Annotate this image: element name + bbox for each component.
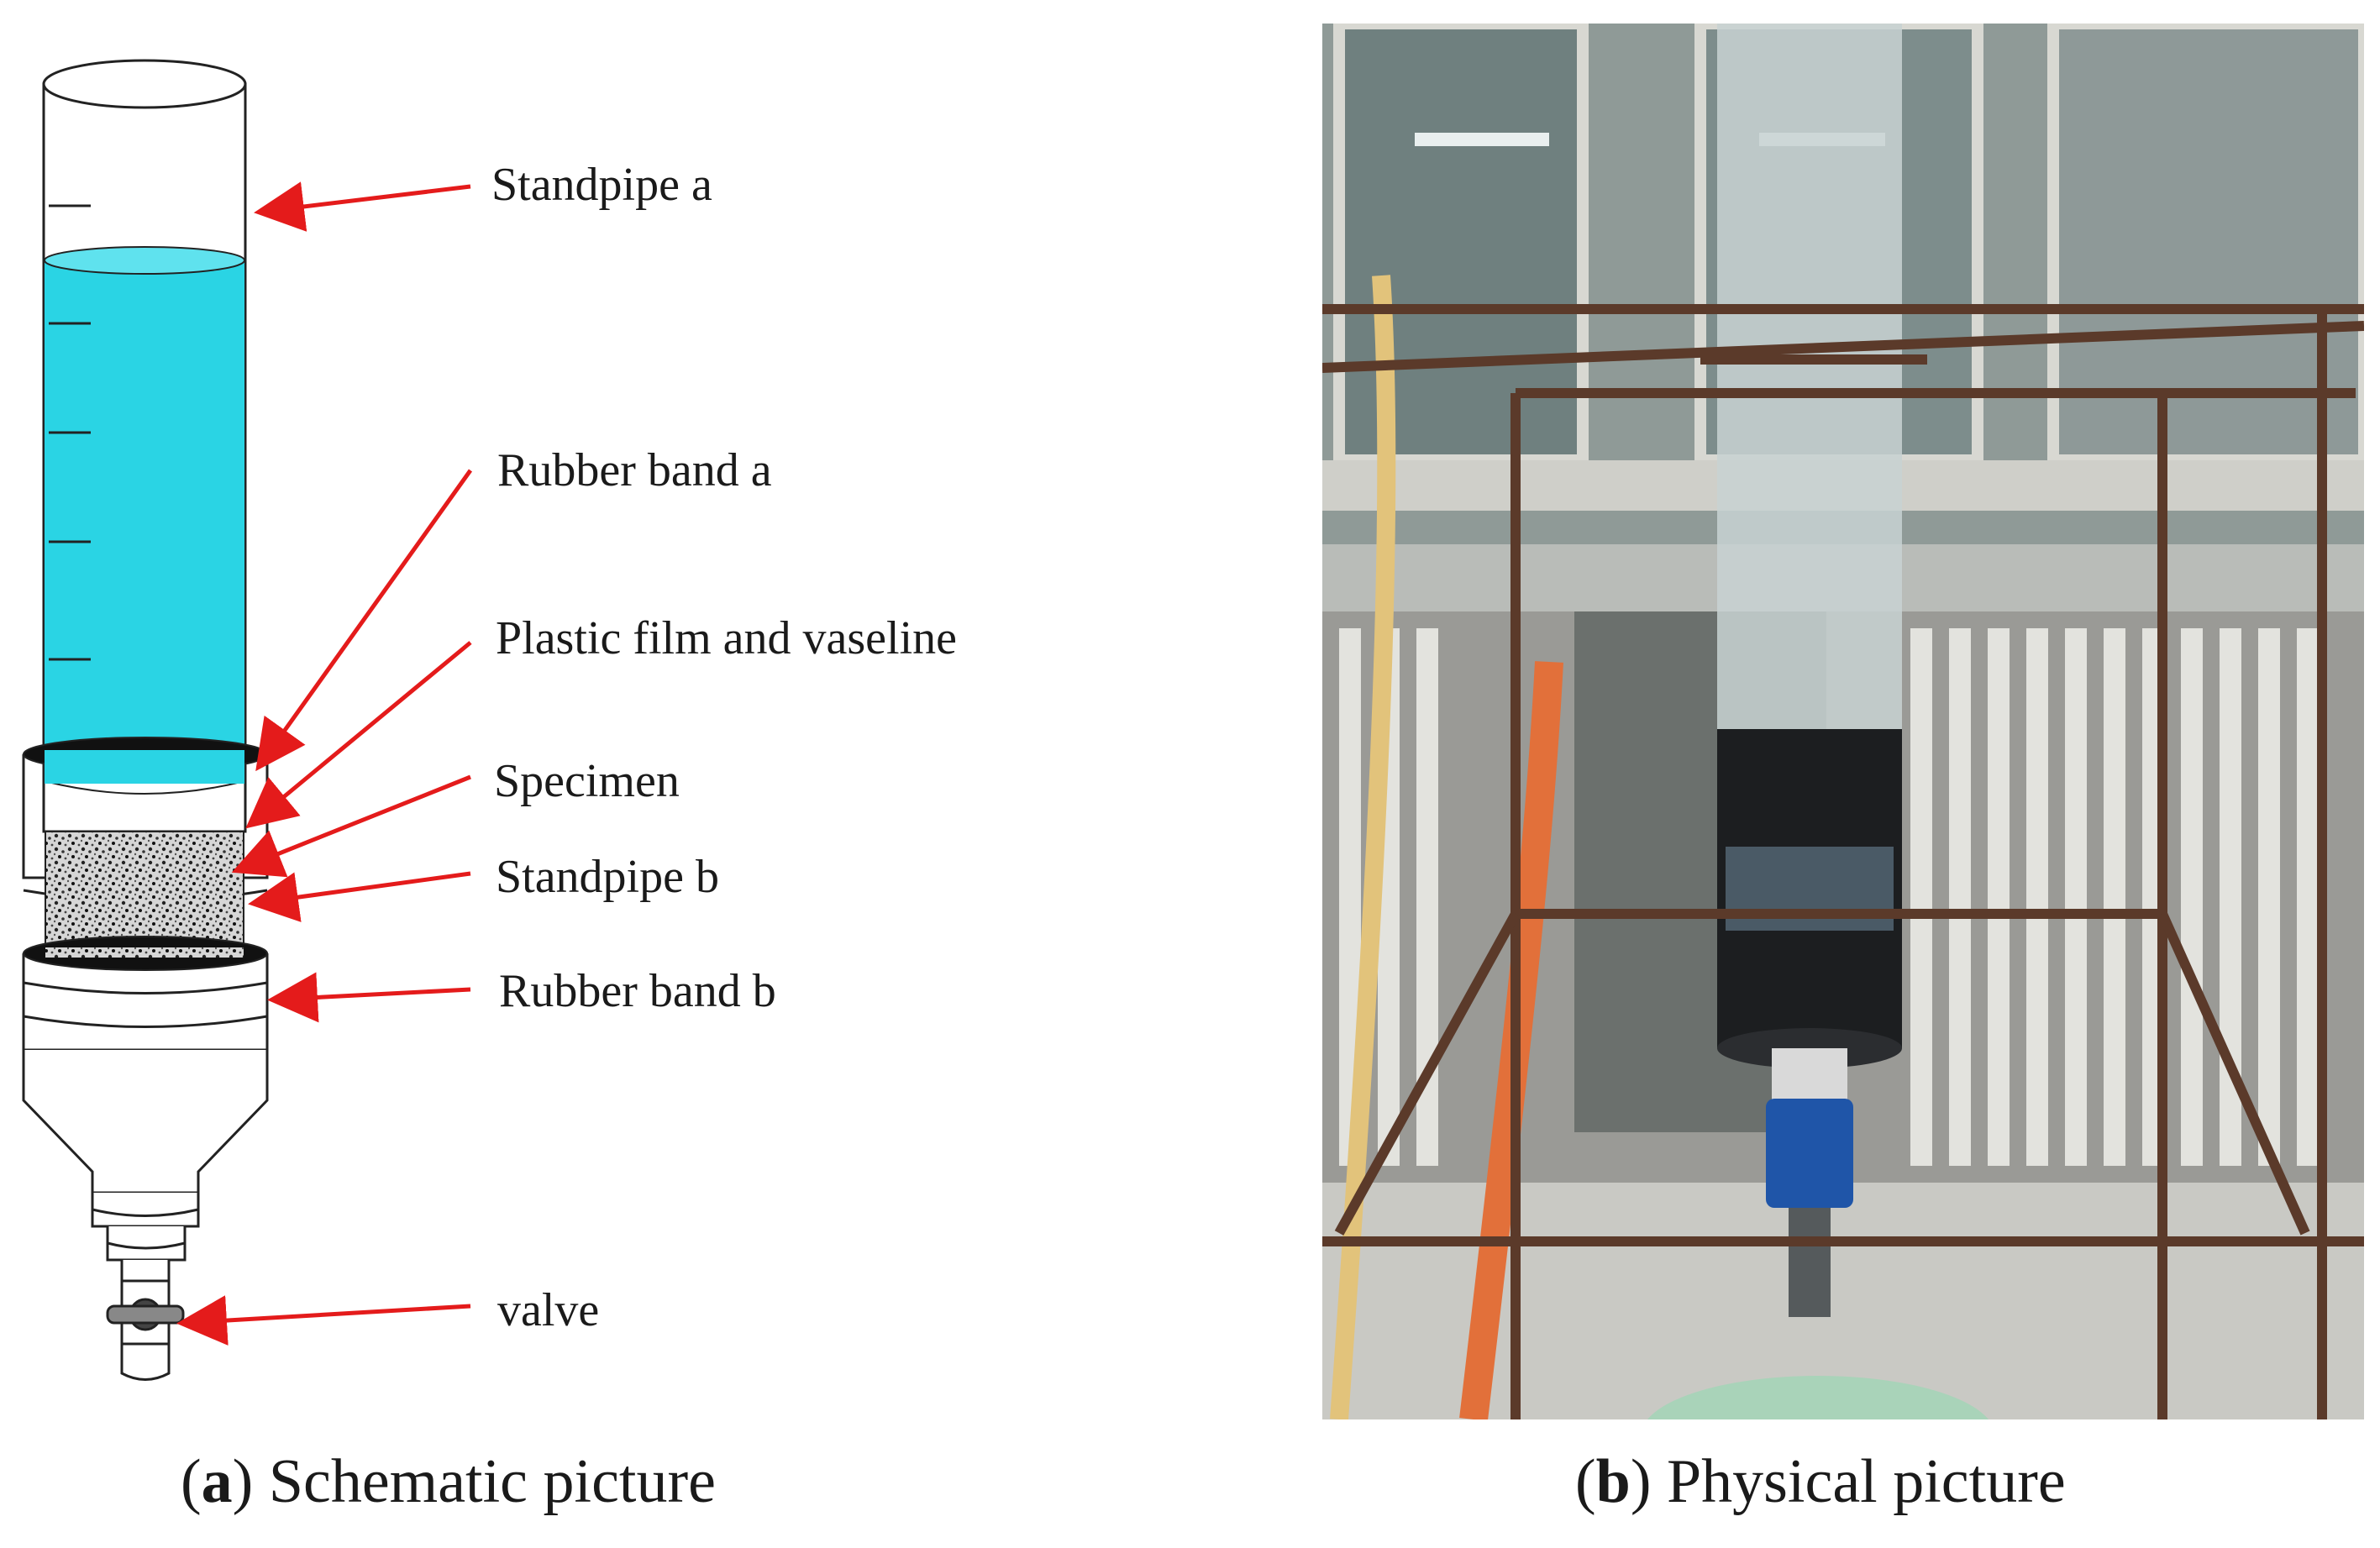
schematic-diagram: Standpipe a Rubber band a Plastic film a… bbox=[22, 59, 957, 1381]
label-plastic-film: Plastic film and vaseline bbox=[496, 612, 957, 664]
label-rubber-band-b: Rubber band b bbox=[499, 965, 776, 1017]
arrow-rubber-band-a bbox=[255, 469, 473, 772]
scale-ticks bbox=[49, 204, 91, 661]
caption-b-text: Physical picture bbox=[1666, 1447, 2066, 1516]
label-standpipe-b: Standpipe b bbox=[496, 851, 719, 903]
caption-a: (a) Schematic picture bbox=[181, 1447, 716, 1516]
arrow-rubber-band-b bbox=[267, 972, 471, 1023]
label-specimen: Specimen bbox=[494, 755, 680, 807]
standpipe-b bbox=[22, 936, 269, 1052]
steel-frame bbox=[1322, 304, 2364, 1419]
valve bbox=[106, 1260, 185, 1381]
orange-hose bbox=[1459, 661, 1563, 1419]
caption-b-letter: b bbox=[1595, 1447, 1631, 1516]
green-bucket bbox=[1647, 1376, 1989, 1419]
arrow-plastic-film bbox=[245, 641, 472, 829]
caption-b: (b) Physical picture bbox=[1575, 1447, 2066, 1516]
label-rubber-band-a: Rubber band a bbox=[497, 444, 772, 496]
arrow-specimen bbox=[231, 774, 471, 878]
funnel bbox=[22, 1050, 269, 1262]
apparatus-column bbox=[1717, 24, 1902, 1317]
physical-photo bbox=[1322, 24, 2364, 1419]
callout-arrows bbox=[176, 181, 473, 1346]
label-standpipe-a: Standpipe a bbox=[491, 159, 712, 211]
caption-a-letter: a bbox=[201, 1447, 233, 1516]
label-valve: valve bbox=[497, 1284, 599, 1336]
arrow-standpipe-b bbox=[248, 871, 471, 922]
arrow-standpipe-a bbox=[254, 181, 471, 232]
caption-a-text: Schematic picture bbox=[268, 1447, 716, 1516]
water-column bbox=[44, 246, 245, 795]
arrow-valve bbox=[176, 1295, 471, 1346]
